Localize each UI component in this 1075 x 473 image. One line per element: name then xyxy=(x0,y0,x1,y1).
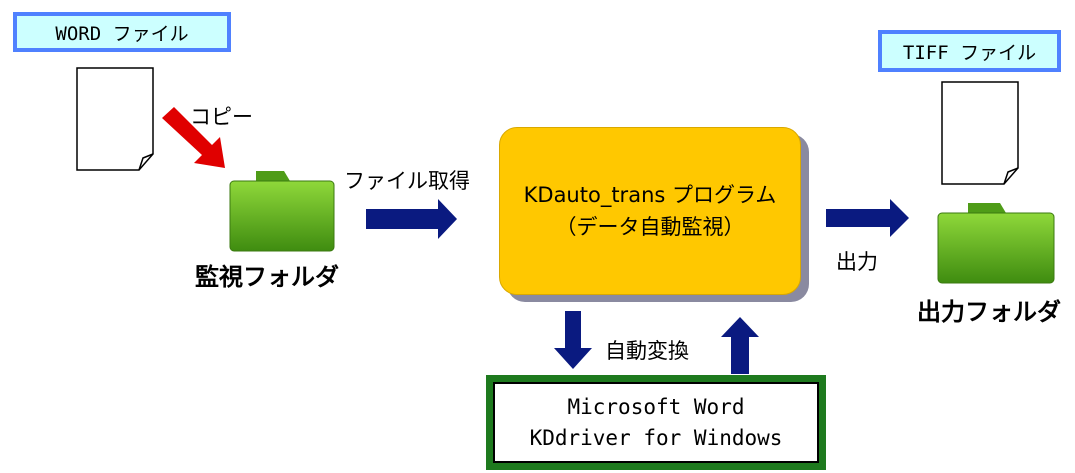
word-driver-line1: Microsoft Word xyxy=(567,394,745,419)
convert-down-arrow xyxy=(554,311,592,369)
word-driver-inner: Microsoft Word KDdriver for Windows xyxy=(493,382,819,463)
watch-folder-icon xyxy=(229,171,335,252)
fetch-label: ファイル取得 xyxy=(344,169,470,193)
tiff-file-label-text: TIFF ファイル xyxy=(902,41,1037,64)
output-label: 出力 xyxy=(836,250,878,274)
copy-label: コピー xyxy=(190,105,253,129)
tiff-file-label: TIFF ファイル xyxy=(878,30,1061,72)
output-arrow xyxy=(826,199,909,237)
auto-convert-label: 自動変換 xyxy=(605,339,689,363)
fetch-arrow xyxy=(366,199,457,239)
program-box: KDauto_trans プログラム （データ自動監視） xyxy=(499,127,801,295)
return-up-arrow xyxy=(721,317,759,374)
output-folder-icon xyxy=(937,203,1055,284)
word-document-icon xyxy=(76,67,154,171)
word-file-label: WORD ファイル xyxy=(13,12,231,52)
program-title: KDauto_trans プログラム xyxy=(523,183,777,207)
program-subtitle: （データ自動監視） xyxy=(555,215,745,239)
word-file-label-text: WORD ファイル xyxy=(55,22,189,45)
output-folder-label: 出力フォルダ xyxy=(917,298,1061,326)
tiff-document-icon xyxy=(941,81,1019,185)
word-driver-box: Microsoft Word KDdriver for Windows xyxy=(486,375,826,470)
word-driver-line2: KDdriver for Windows xyxy=(529,425,783,450)
copy-arrow xyxy=(162,107,225,168)
watch-folder-label: 監視フォルダ xyxy=(195,263,339,291)
